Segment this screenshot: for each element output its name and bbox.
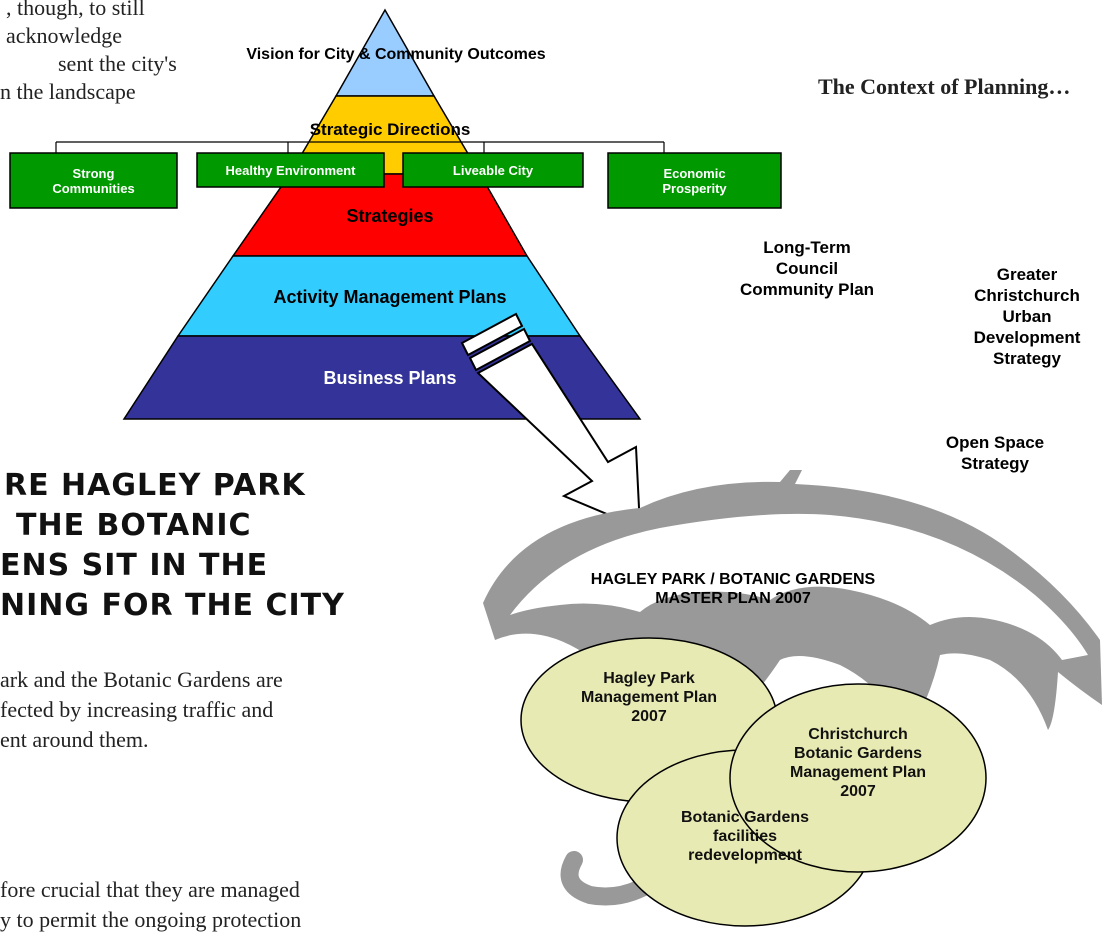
body-line: fore crucial that they are managed [0,877,300,902]
ellipse-label-hagley: Hagley Park Management Plan 2007 [580,670,718,725]
intro-line: n the landscape [0,79,136,104]
label-ltccp: Long-Term Council Community Plan [739,238,875,299]
pyramid-business-label: Business Plans [323,368,457,388]
outcome-label-healthy-environment: Healthy Environment [225,162,356,178]
pyramid-activity-label: Activity Management Plans [273,287,507,307]
outcome-box-strong-communities [9,152,178,209]
intro-line: , though, to still acknowledge [6,0,145,48]
heading-line: RE HAGLEY PARK [4,468,306,503]
label-greater-christchurch: Greater Christchurch Urban Development S… [973,265,1081,368]
outcome-box-healthy-environment [196,152,385,188]
pyramid-apex-label: Vision for City & Community Outcomes [246,46,546,63]
heading-line: THE BOTANIC [16,508,252,543]
intro-text: , though, to still acknowledge sent the … [0,0,210,106]
heading-line: NING FOR THE CITY [0,588,345,623]
umbrella-title: HAGLEY PARK / BOTANIC GARDENS MASTER PLA… [590,571,876,607]
umbrella-inner [510,513,1088,660]
section-heading: RE HAGLEY PARK THE BOTANIC ENS SIT IN TH… [0,466,470,626]
body-line: fected by increasing traffic and [0,697,274,722]
intro-line: sent the city's [58,51,177,76]
outcome-label-strong-communities: Strong Communities [52,165,135,196]
body-line: ent around them. [0,727,149,752]
ellipse-chch-botanic [729,683,987,873]
connector-lines [55,141,665,153]
pyramid-strategies-label: Strategies [346,206,434,226]
context-title: The Context of Planning… [818,74,1071,99]
outcome-label-liveable-city: Liveable City [452,162,534,178]
outcome-box-economic-prosperity [607,152,782,209]
ellipse-label-chch-botanic: Christchurch Botanic Gardens Management … [789,726,927,800]
heading-line: ENS SIT IN THE [0,548,269,583]
pyramid-strategic-label: Strategic Directions [309,120,471,139]
body-line: ark and the Botanic Gardens are [0,667,283,692]
outcome-label-economic-prosperity: Economic Prosperity [662,165,727,196]
ellipse-label-facilities: Botanic Gardens facilities redevelopment [680,809,810,864]
body-paragraph-1: ark and the Botanic Gardens are fected b… [0,665,470,755]
arrow-to-umbrella [460,312,642,530]
label-open-space: Open Space Strategy [945,433,1045,473]
body-paragraph-2: fore crucial that they are managed y to … [0,875,470,935]
body-line: y to permit the ongoing protection [0,907,302,932]
outcome-box-liveable-city [402,152,584,188]
